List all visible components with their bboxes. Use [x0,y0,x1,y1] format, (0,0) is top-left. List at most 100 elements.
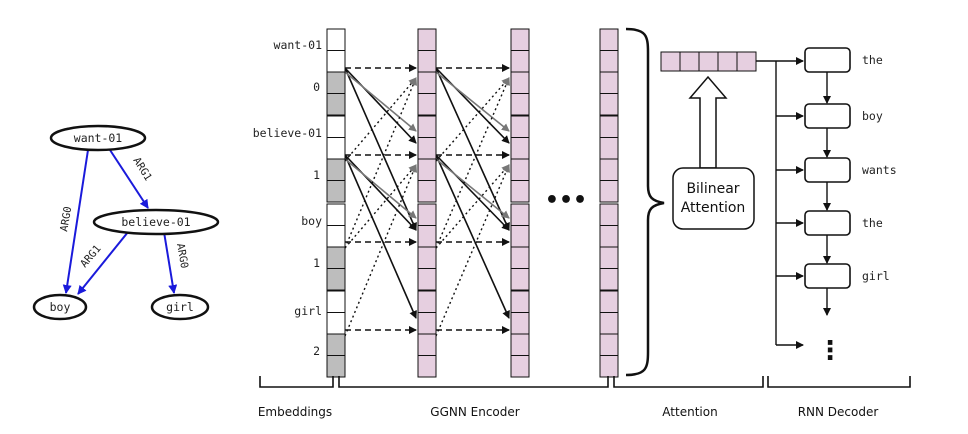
decoder-cell [804,210,851,236]
bilinear-attention-label-1: Bilinear [686,181,739,197]
reverse-edge-arrow [344,77,417,162]
state-cell [599,225,619,248]
embedding-index-label: 2 [313,344,320,358]
svg-text:boy: boy [50,300,71,314]
context-vector-cell [660,51,681,72]
embedding-cell [326,290,346,313]
embedding-cell [326,246,346,269]
section-bracket [259,376,334,388]
state-cell [417,312,437,335]
state-cell [510,225,530,248]
context-vector-cell [679,51,700,72]
embedding-word-label: believe-01 [253,126,322,140]
embedding-word-label: want-01 [274,38,323,52]
embedding-cell [326,180,346,203]
state-cell [599,355,619,378]
reverse-edge-arrow [435,164,510,337]
gate-arrow [344,71,417,132]
embedding-cell [326,71,346,94]
state-cell [599,333,619,356]
reverse-edge-arrow [344,164,418,337]
decoder-cell [804,157,851,183]
state-cell [599,268,619,291]
embedding-labels: want-01 0 believe-01 1 boy 1 girl 2 [253,38,322,358]
state-cell [510,180,530,203]
decoder-cell [804,47,851,73]
embedding-index-label: 1 [313,168,320,182]
embedding-cell [326,158,346,181]
forward-edge-arrow [344,67,417,231]
state-cell [417,290,437,313]
edge-label-believe-girl: ARG0 [174,242,190,269]
gate-arrow [435,71,510,132]
forward-edge-arrow [435,67,510,231]
embedding-cell [326,312,346,335]
edge-label-want-boy: ARG0 [58,206,74,233]
edge-label-want-believe: ARG1 [130,155,154,183]
svg-text:believe-01: believe-01 [121,215,190,229]
decoder-output-token: the [862,216,883,230]
state-cell [417,158,437,181]
state-cell [510,355,530,378]
state-cell [510,290,530,313]
state-cell [510,246,530,269]
gate-arrow [344,158,417,219]
decoder-output-token: girl [862,269,890,283]
state-cell [599,137,619,160]
ggnn-output-column [599,28,619,378]
context-vector-cell [698,51,719,72]
reverse-edge-arrow [344,164,417,249]
section-bracket [767,376,911,388]
edge-want-believe [109,149,149,209]
bilinear-attention-label-2: Attention [681,200,746,216]
state-cell [599,28,619,51]
attention-context-vector [660,51,804,72]
reverse-edge-arrow [344,77,417,249]
state-cell [510,333,530,356]
embedding-cell [326,137,346,160]
state-cell [417,355,437,378]
svg-text:want-01: want-01 [74,131,123,145]
section-brackets [259,376,911,388]
state-cell [510,71,530,94]
state-cell [599,290,619,313]
embedding-word-label: boy [301,214,322,228]
encoder-ellipsis: ••• [545,188,587,213]
state-cell [599,158,619,181]
embedding-cell [326,115,346,138]
amr-graph: ARG0 ARG1 ARG1 ARG0 want-01 believe-01 b… [32,124,220,321]
forward-edge-arrow [344,154,417,319]
embedding-index-label: 1 [313,256,320,270]
state-cell [599,246,619,269]
edge-believe-boy [77,231,129,295]
reverse-edge-arrow [435,77,510,162]
section-bracket [338,376,609,388]
decoder-output-token: wants [862,163,897,177]
edge-believe-girl [163,231,178,294]
reverse-edge-arrow [435,77,510,249]
state-cell [417,268,437,291]
section-label-rnn-decoder: RNN Decoder [798,405,879,419]
state-cell [510,50,530,73]
bilinear-attention-box [672,167,755,230]
reverse-edge-arrow [435,164,510,249]
state-cell [599,50,619,73]
embedding-cell [326,50,346,73]
gate-arrow [435,158,510,219]
graph-node-want: want-01 [49,124,147,152]
embedding-index-label: 0 [313,80,320,94]
state-cell [599,115,619,138]
message-passing-arrows [344,64,510,337]
state-cell [417,225,437,248]
graph-node-believe: believe-01 [92,208,220,236]
section-bracket [613,376,764,388]
graph-node-girl: girl [150,293,210,321]
ggnn-layer-2-column [510,28,530,378]
decoder-cell [804,103,851,129]
forward-edge-arrow [435,67,510,144]
state-cell [417,246,437,269]
edge-want-boy [62,149,89,294]
state-cell [510,158,530,181]
state-cell [510,93,530,116]
